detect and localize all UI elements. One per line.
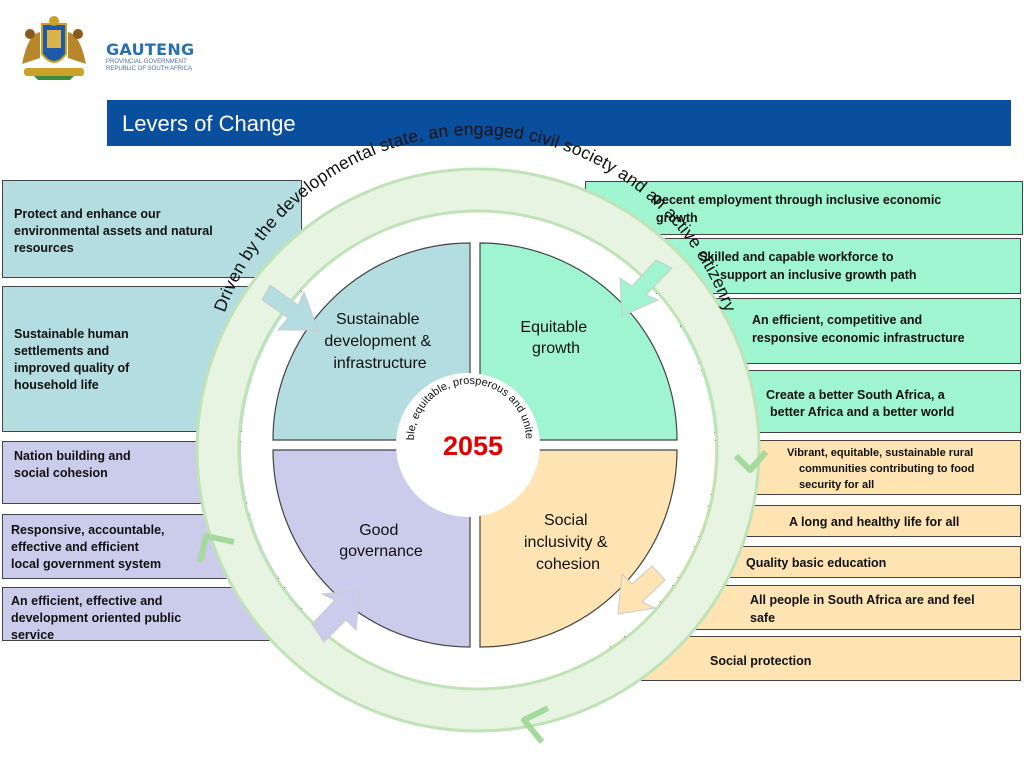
box-line: Create a better South Africa, a	[766, 388, 945, 402]
box-line: environmental assets and natural	[14, 224, 213, 238]
quadrant-label-good-governance: Good governance	[339, 522, 423, 560]
logo-line-1: PROVINCIAL GOVERNMENT	[106, 59, 187, 65]
box-line: effective and efficient	[11, 540, 139, 554]
box-line: better Africa and a better world	[770, 405, 955, 419]
box-line: service	[11, 628, 55, 642]
box-line: Nation building and	[14, 449, 131, 463]
quadrant-social-inclusivity	[479, 449, 678, 648]
coat-of-arms-icon	[22, 16, 86, 80]
box-line: household life	[14, 378, 99, 392]
quadrant-label-equitable-growth: Equitable growth	[520, 319, 591, 357]
arrow-to-sustainable-development	[261, 284, 319, 331]
arrow-to-equitable-growth	[619, 259, 673, 317]
box-line: Sustainable human	[14, 327, 129, 341]
quadrant-label-social-inclusivity: Social inclusivity & cohesion	[524, 512, 612, 573]
ring-chevron-left-icon	[197, 533, 235, 563]
box-line: safe	[750, 611, 776, 625]
left-box-environment: Protect and enhance our environmental as…	[2, 180, 302, 278]
box-line: Protect and enhance our	[14, 207, 161, 221]
box-line: All people in South Africa are and feel	[750, 593, 975, 607]
box-line: settlements and	[14, 344, 110, 358]
right-box-skilled-workforce: Skilled and capable workforce to support…	[640, 238, 1021, 294]
inner-ring-edge	[237, 209, 719, 691]
logo-line-2: REPUBLIC OF SOUTH AFRICA	[106, 66, 193, 72]
arrow-to-good-governance	[311, 589, 361, 643]
box-line: support an inclusive growth path	[720, 268, 917, 282]
box-line: Responsive, accountable,	[11, 523, 165, 537]
box-line: Quality basic education	[746, 556, 887, 570]
quadrant-label-line: Good	[359, 522, 398, 539]
box-line: improved quality of	[14, 361, 130, 375]
quadrant-label-line: infrastructure	[333, 355, 426, 372]
quadrant-label-line: governance	[339, 543, 423, 560]
box-line: social cohesion	[14, 466, 108, 480]
ring-chevron-bottom-icon	[521, 705, 550, 744]
quadrant-label-line: Social	[544, 512, 588, 529]
box-line: Vibrant, equitable, sustainable rural	[787, 447, 974, 459]
arrow-to-social-inclusivity	[617, 565, 666, 615]
title-bar: Levers of Change	[107, 100, 1011, 146]
quadrant-equitable-growth	[479, 242, 678, 441]
box-line: Social protection	[710, 654, 812, 668]
quadrant-label-line: growth	[532, 340, 580, 357]
ring-chevron-right-icon	[733, 450, 769, 473]
box-line: An efficient, effective and	[11, 594, 163, 608]
quadrant-label-line: inclusivity &	[524, 534, 608, 551]
box-line: communities contributing to food	[799, 463, 975, 475]
quadrant-label-line: cohesion	[536, 556, 600, 573]
box-line: Decent employment through inclusive econ…	[653, 193, 942, 207]
box-line: growth	[656, 211, 698, 225]
box-line: security for all	[799, 479, 875, 491]
vision-year: 2055	[443, 431, 503, 461]
quadrant-label-line: development &	[324, 333, 431, 350]
logo-subtitle: PROVINCIAL GOVERNMENT REPUBLIC OF SOUTH …	[106, 59, 192, 73]
box-line: resources	[14, 241, 74, 255]
page-title: Levers of Change	[122, 111, 296, 136]
gauteng-logo: GAUTENG PROVINCIAL GOVERNMENT REPUBLIC O…	[14, 14, 204, 82]
box-line: An efficient, competitive and	[752, 313, 923, 327]
box-line: responsive economic infrastructure	[752, 331, 965, 345]
logo-name: GAUTENG	[106, 40, 195, 59]
box-line: A long and healthy life for all	[789, 515, 960, 529]
quadrant-label-line: Equitable	[520, 319, 587, 336]
box-line: local government system	[11, 557, 162, 571]
box-line: development oriented public	[11, 611, 182, 625]
outer-ring-edge	[195, 167, 761, 733]
center-circle	[396, 373, 540, 517]
box-line: Skilled and capable workforce to	[699, 250, 894, 264]
quadrant-label-line: Sustainable	[336, 311, 420, 328]
quadrant-label-sustainable-development: Sustainable development & infrastructure	[324, 311, 435, 372]
outer-ring	[198, 170, 758, 730]
